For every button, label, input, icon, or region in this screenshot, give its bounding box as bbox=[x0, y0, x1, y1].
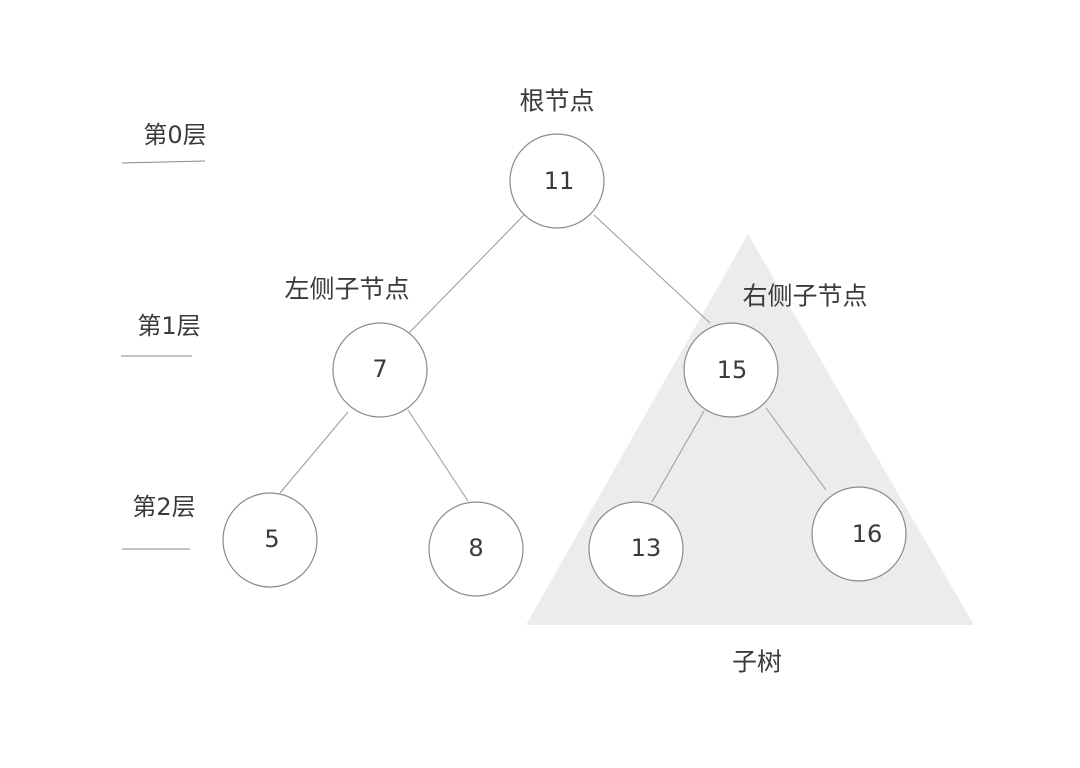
level-2-label: 第2层 bbox=[132, 493, 195, 521]
level-1-marker: 第1层 bbox=[121, 312, 201, 357]
edge-root-left bbox=[404, 214, 525, 338]
level-1-label: 第1层 bbox=[137, 312, 200, 340]
node-value: 11 bbox=[544, 167, 575, 195]
right-child-label: 右侧子节点 bbox=[742, 282, 867, 311]
level-2-marker: 第2层 bbox=[122, 493, 196, 550]
edge-left-leftright bbox=[407, 409, 469, 502]
node-value: 7 bbox=[372, 355, 387, 383]
level-0-underline bbox=[121, 160, 206, 164]
root-node-label: 根节点 bbox=[519, 87, 594, 116]
tree-node-root: 11 bbox=[509, 133, 605, 229]
edge-right-rightright bbox=[765, 407, 827, 491]
subtree-label: 子树 bbox=[732, 648, 782, 677]
node-value: 5 bbox=[264, 525, 279, 553]
tree-node-left: 7 bbox=[332, 322, 428, 418]
node-value: 13 bbox=[631, 534, 662, 562]
tree-node-right-right: 16 bbox=[811, 486, 907, 582]
node-value: 16 bbox=[852, 520, 883, 548]
level-0-label: 第0层 bbox=[143, 121, 206, 149]
tree-node-left-right: 8 bbox=[428, 501, 524, 597]
tree-node-right-left: 13 bbox=[588, 501, 684, 597]
tree-node-right: 15 bbox=[683, 322, 779, 418]
node-value: 15 bbox=[717, 356, 748, 384]
edge-left-leftleft bbox=[279, 411, 349, 494]
edge-root-right bbox=[593, 214, 711, 324]
tree-node-left-left: 5 bbox=[222, 492, 318, 588]
left-child-label: 左侧子节点 bbox=[284, 275, 409, 304]
edge-right-rightleft bbox=[651, 410, 705, 503]
node-value: 8 bbox=[468, 534, 483, 562]
level-0-marker: 第0层 bbox=[121, 121, 207, 164]
